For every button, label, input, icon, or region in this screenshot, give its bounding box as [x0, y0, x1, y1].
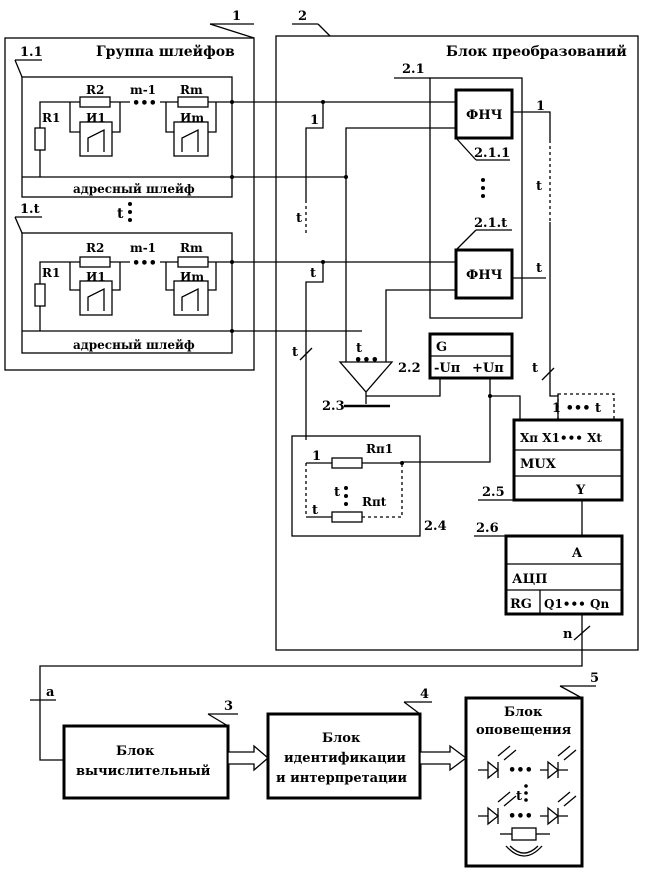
detector-m	[174, 122, 208, 156]
generator-minus: -Uп	[434, 361, 461, 376]
alert-line2: оповещения	[476, 723, 572, 738]
siren-icon	[512, 828, 536, 840]
mux-bus-t-label: t	[532, 361, 538, 376]
mux-top-label: 1 ••• t	[552, 401, 601, 416]
generator-plus: +Uп	[472, 361, 504, 376]
block-2-6-number: 2.6	[476, 521, 499, 536]
bus-label-t-lower: t	[292, 345, 298, 360]
alert-block: 5 Блок оповещения ••• t •••	[466, 671, 599, 866]
ident-line2: идентификации	[284, 751, 406, 766]
block-2-1-number: 2.1	[402, 62, 425, 77]
detector-m-label: Иm	[180, 111, 204, 125]
computing-line1: Блок	[116, 744, 155, 759]
block-3-number: 3	[224, 699, 233, 714]
loop-t-ellipsis: •••	[132, 256, 157, 271]
lpf-1-out-label: 1	[536, 99, 545, 114]
block-2-3-number: 2.3	[322, 399, 345, 414]
led-row1-ellipsis: •••	[508, 763, 533, 778]
r1-t-label: R1	[42, 266, 60, 280]
r2-t-label: R2	[86, 241, 104, 255]
m-minus-1-t-label: m-1	[130, 241, 156, 255]
r2-label: R2	[86, 83, 104, 97]
computing-line2: вычислительный	[76, 764, 211, 779]
mux-inputs-label: Xп X1••• Xt	[520, 431, 602, 445]
r1-resistor	[35, 128, 45, 150]
conversion-title: Блок преобразований	[446, 43, 627, 60]
bus-n-label: n	[563, 627, 573, 642]
rm-t-label: Rm	[180, 241, 203, 255]
rp-t-mark: t	[334, 485, 340, 500]
rp1-resistor	[332, 458, 362, 468]
loops-t-mark: t	[117, 206, 124, 222]
loop-1-t-label: адресный шлейф	[73, 338, 195, 352]
block-1-number: 1	[232, 9, 241, 24]
loop-1-1-label: адресный шлейф	[73, 182, 195, 196]
generator-label: G	[436, 340, 447, 355]
computing-block	[64, 726, 228, 798]
adc-label: АЦП	[512, 572, 547, 587]
ident-line1: Блок	[322, 731, 361, 746]
conversion-block: 2 Блок преобразований 2.1 ФНЧ 2.1.1 ФНЧ …	[232, 9, 638, 650]
rp1-label: Rп1	[366, 442, 393, 456]
adc-out-label: Q1••• Qn	[544, 597, 609, 611]
detector-1	[80, 122, 112, 156]
rpt-resistor	[332, 512, 362, 522]
r1-label: R1	[42, 111, 60, 125]
detector-1-label: И1	[86, 111, 106, 125]
block-2-number: 2	[298, 9, 307, 24]
rm-resistor	[178, 97, 208, 107]
rp-1-label: 1	[312, 449, 321, 464]
m-minus-1-label: m-1	[130, 83, 156, 97]
arrow-4-to-5	[420, 746, 466, 770]
bus-a-label: a	[46, 685, 55, 700]
lpf-mid-out-label: t	[536, 179, 542, 194]
adc-a-label: A	[571, 546, 583, 561]
lpf-1-label: ФНЧ	[466, 108, 503, 123]
alert-line1: Блок	[504, 705, 543, 720]
block-2-1-t-number: 2.1.t	[474, 216, 507, 231]
mux-y-label: Y	[575, 483, 586, 498]
led-t-mark: t	[516, 789, 522, 804]
block-2-1-1-number: 2.1.1	[474, 146, 510, 161]
adc-rg-label: RG	[510, 597, 532, 612]
block-2-2-number: 2.2	[398, 361, 421, 376]
detector-m-t-label: Иm	[180, 270, 204, 284]
loop-group-title: Группа шлейфов	[96, 43, 235, 60]
mux-label: MUX	[520, 457, 557, 472]
rp-t-label: t	[312, 503, 318, 518]
bus-label-t-mid: t	[310, 266, 316, 281]
block-4-number: 4	[420, 687, 429, 702]
lpf-t-label: ФНЧ	[466, 268, 503, 283]
bus-label-t-upper: t	[296, 211, 302, 226]
ident-line3: и интерпретации	[276, 771, 407, 786]
bus-label-1: 1	[310, 113, 319, 128]
detector-1-t-label: И1	[86, 270, 106, 284]
r2-resistor	[80, 97, 110, 107]
led-row2-ellipsis: •••	[508, 809, 533, 824]
loop-1-t-number: 1.t	[20, 202, 40, 217]
block-2-5-number: 2.5	[482, 485, 505, 500]
lpf-t-out-label: t	[536, 261, 542, 276]
arrow-3-to-4	[228, 746, 268, 770]
rm-label: Rm	[180, 83, 203, 97]
loop-group-block: 1 Группа шлейфов 1.1 адресный шлейф R1 R…	[5, 9, 254, 370]
loop-1-1-number: 1.1	[20, 45, 43, 60]
node-ellipsis: •••	[354, 353, 379, 368]
block-5-number: 5	[590, 671, 599, 686]
block-2-4-number: 2.4	[424, 519, 447, 534]
rpt-label: Rпt	[362, 495, 387, 509]
loop-ellipsis: •••	[132, 96, 157, 111]
